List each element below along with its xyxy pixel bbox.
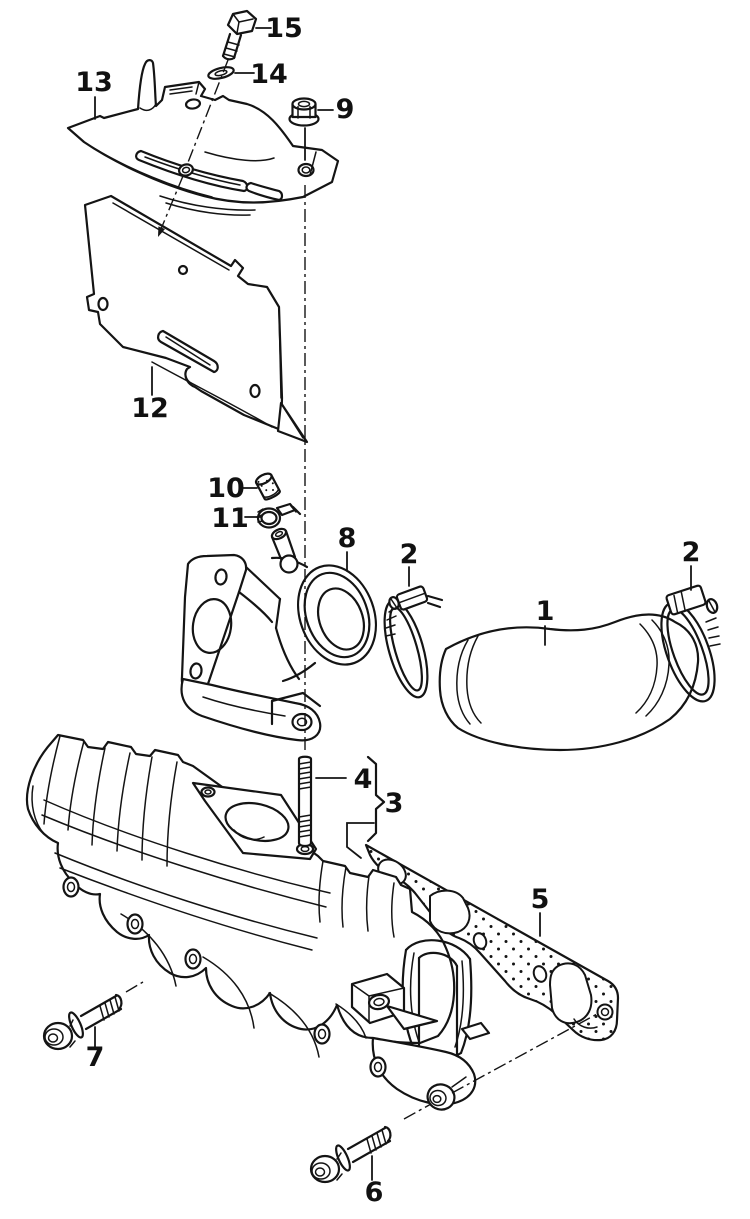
hose-clamp-right [660, 584, 721, 703]
callout-14: 14 [250, 59, 288, 90]
intake-manifold [26, 733, 491, 1111]
cap [254, 472, 281, 501]
callout-11: 11 [211, 503, 249, 534]
manifold-bracket-boss [350, 972, 491, 1041]
callout-7: 7 [86, 1042, 105, 1073]
air-intake-hose [438, 613, 700, 752]
manifold-flange [191, 781, 318, 861]
heat-shield-plate [83, 194, 309, 444]
socket-head-bolt-left [42, 993, 123, 1051]
hose-clamp-left [383, 585, 444, 699]
callout-9: 9 [336, 94, 355, 125]
assembly-centerlines [125, 59, 598, 1120]
callout-1: 1 [536, 596, 555, 627]
support-bracket [66, 59, 340, 216]
callout-3: 3 [385, 788, 404, 819]
callout-leaders [94, 27, 692, 1181]
hex-flange-nut [288, 97, 320, 127]
manifold-gasket [364, 843, 620, 1042]
callout-10: 10 [207, 473, 245, 504]
hex-bolt [221, 9, 258, 61]
callout-2-left: 2 [400, 539, 419, 570]
intake-connecting-elbow [180, 527, 377, 742]
callout-15: 15 [265, 13, 303, 44]
callout-4: 4 [354, 764, 373, 795]
callout-5: 5 [531, 884, 550, 915]
group-brace [346, 755, 386, 859]
manifold-lower-arm [369, 1036, 477, 1111]
callout-13: 13 [75, 67, 113, 98]
elbow-vent-nipple [270, 527, 299, 574]
callout-8: 8 [338, 523, 357, 554]
callout-6: 6 [365, 1177, 384, 1208]
washer [207, 66, 235, 80]
socket-head-bolt-lower [309, 1125, 392, 1184]
callout-2-right: 2 [682, 537, 701, 568]
stud [297, 755, 313, 848]
small-hose-clamp [256, 502, 302, 529]
callout-12: 12 [131, 393, 169, 424]
